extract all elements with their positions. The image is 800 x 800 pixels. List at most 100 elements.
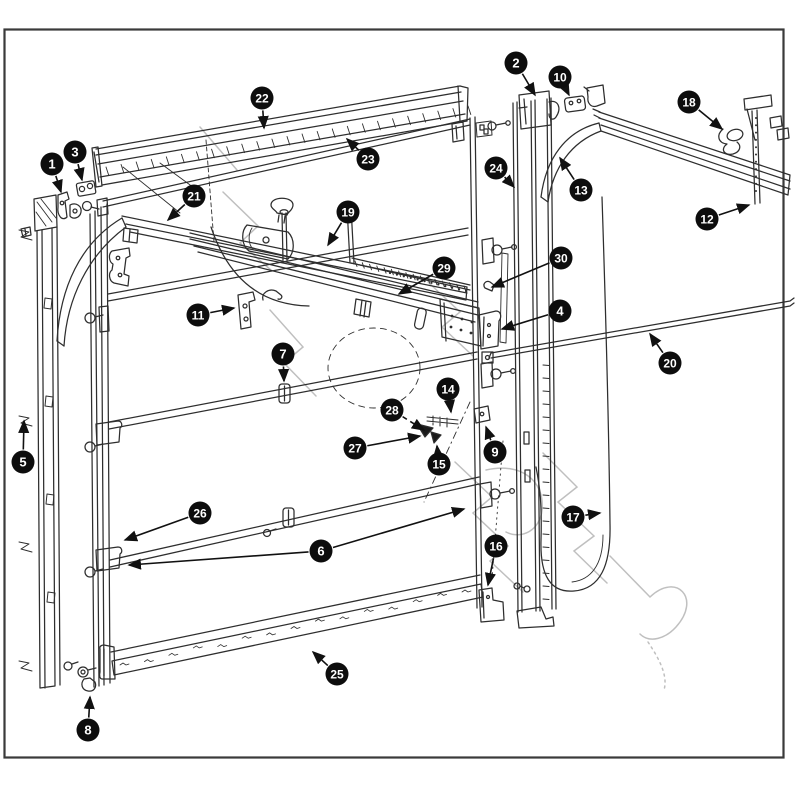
callout-27: 27: [343, 432, 422, 460]
callout-29: 29: [397, 256, 456, 295]
callout-20: 20: [649, 332, 682, 375]
callout-number: 26: [193, 507, 207, 521]
callout-circle: [336, 200, 360, 224]
callout-number: 18: [682, 96, 696, 110]
callout-leader: [311, 650, 329, 667]
callout-16: 16: [484, 534, 508, 587]
callout-number: 29: [437, 262, 451, 276]
callout-circle: [11, 450, 35, 474]
callout-1: 1: [40, 152, 64, 194]
weatherstrip-17: [535, 196, 611, 592]
callout-11: 11: [186, 303, 236, 327]
right-vertical-track: [512, 90, 560, 629]
callout-circle: [549, 246, 573, 270]
callout-leader: [367, 432, 422, 447]
callout-24: 24: [484, 156, 516, 189]
callout-circle: [182, 184, 206, 208]
callout-leader: [327, 222, 343, 247]
left-jamb-door-edge: [81, 197, 116, 688]
callout-7: 7: [271, 342, 295, 383]
callout-number: 7: [279, 347, 286, 362]
callout-number: 25: [330, 668, 344, 682]
callout-circle: [188, 501, 212, 525]
callout-9: 9: [483, 425, 507, 464]
callout-number: 11: [192, 309, 205, 323]
callout-circle: [484, 156, 508, 180]
callout-number: 17: [566, 511, 580, 525]
callout-leader: [166, 203, 186, 222]
torsion-bar-20: [488, 297, 795, 359]
callout-circle: [356, 147, 380, 171]
callout-circle: [63, 140, 87, 164]
callout-leader: [127, 551, 309, 570]
callout-15: 15: [427, 444, 451, 476]
callout-number: 2: [512, 56, 519, 71]
callout-23: 23: [345, 137, 380, 171]
callout-19: 19: [327, 200, 360, 247]
left-edge-rollers: [63, 305, 277, 692]
callout-leader: [718, 203, 751, 216]
callout-number: 3: [71, 145, 78, 160]
callout-4: 4: [500, 299, 572, 331]
callout-circle: [569, 178, 593, 202]
callout-number: 12: [700, 213, 714, 227]
callout-number: 13: [574, 184, 588, 198]
callout-leader: [83, 695, 95, 718]
callout-6: 6: [127, 507, 466, 570]
callout-leader: [210, 304, 236, 316]
callout-number: 10: [553, 71, 567, 85]
callout-number: 4: [556, 304, 564, 319]
callout-circle: [483, 440, 507, 464]
callout-18: 18: [677, 90, 724, 131]
callout-number: 14: [441, 383, 455, 397]
callout-circle: [250, 86, 274, 110]
callout-leader: [402, 415, 426, 431]
callout-number: 19: [341, 206, 355, 220]
callout-number: 21: [187, 190, 201, 204]
callout-number: 20: [663, 357, 677, 371]
callout-number: 24: [489, 162, 503, 176]
callout-circle: [677, 90, 701, 114]
hanger-bracket-18: [718, 94, 790, 205]
callout-26: 26: [123, 501, 212, 542]
callout-circle: [484, 534, 508, 558]
callout-circle: [343, 436, 367, 460]
top-rail-22-23: [91, 85, 493, 243]
callout-leader: [490, 262, 550, 288]
callout-circle: [76, 718, 100, 742]
callout-2: 2: [504, 51, 536, 97]
callout-number: 16: [489, 540, 503, 554]
callout-leader: [332, 507, 466, 549]
callout-leader: [521, 73, 536, 97]
callout-leader: [585, 509, 602, 521]
callout-number: 27: [348, 442, 362, 456]
jamb-bracket-11: [237, 289, 283, 330]
door-panels: [102, 116, 484, 676]
callout-leader: [345, 137, 360, 152]
callout-leader: [123, 516, 189, 542]
callout-21: 21: [166, 184, 206, 222]
callout-circle: [325, 662, 349, 686]
callout-circle: [309, 539, 333, 563]
left-vertical-track: [33, 194, 61, 689]
callout-30: 30: [490, 246, 573, 288]
callout-circle: [186, 303, 210, 327]
callout-leader: [51, 175, 63, 194]
callout-28: 28: [380, 398, 426, 431]
callout-number: 22: [255, 92, 269, 106]
callout-circle: [548, 299, 572, 323]
callout-12: 12: [695, 203, 751, 231]
callout-leader: [277, 366, 290, 383]
callout-number: 9: [491, 445, 498, 460]
top-fittings-10: [563, 84, 606, 113]
callout-leader: [443, 399, 456, 414]
callout-circle: [40, 152, 64, 176]
callout-number: 15: [432, 458, 446, 472]
callout-5: 5: [11, 419, 35, 474]
callout-leader: [501, 174, 516, 189]
callout-number: 5: [19, 455, 26, 470]
callouts-layer: 1234567891011121314151617181920212223242…: [11, 51, 751, 742]
callout-leader: [484, 425, 496, 441]
